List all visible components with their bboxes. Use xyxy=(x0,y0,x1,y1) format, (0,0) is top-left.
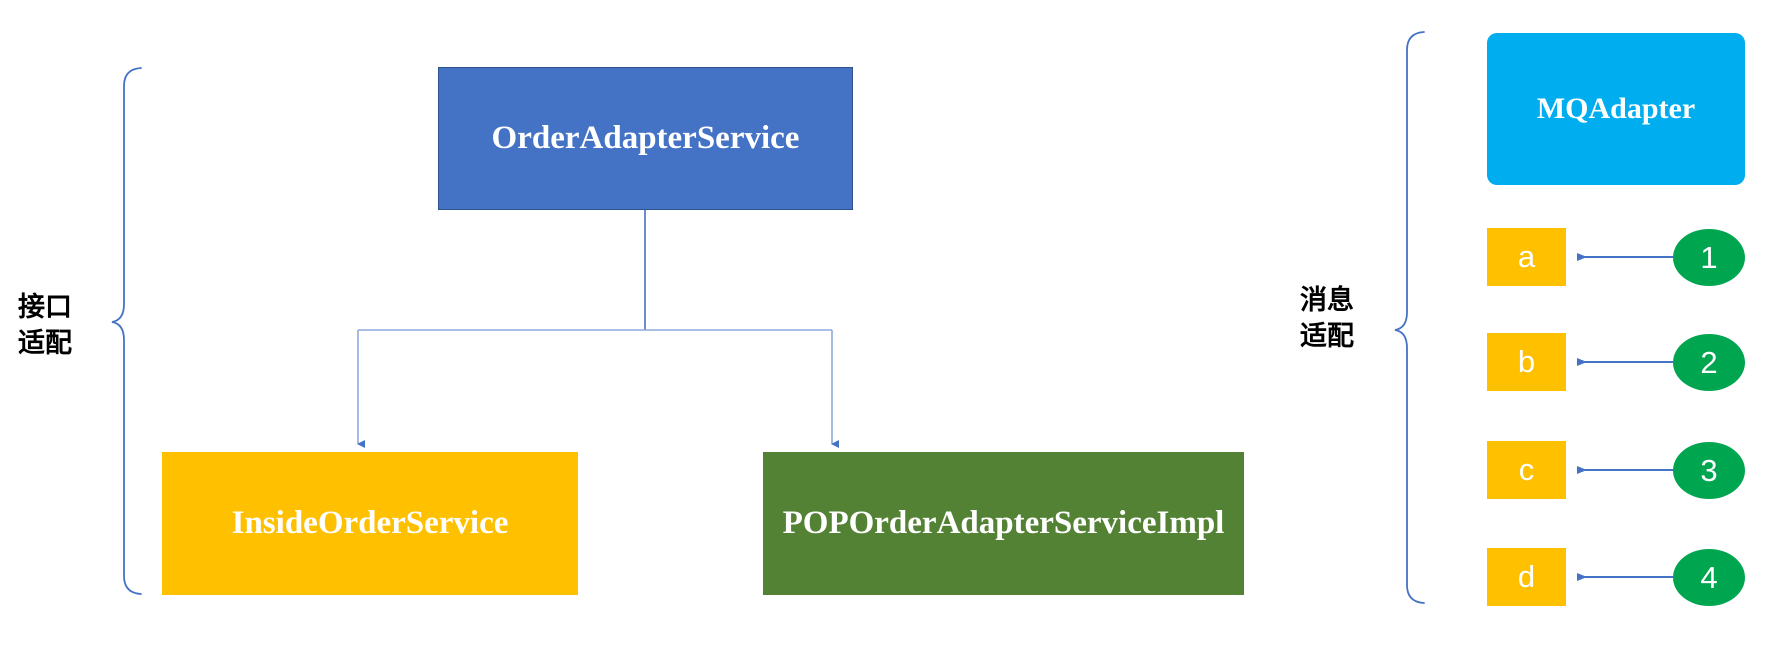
connector-tree-order-adapter xyxy=(357,210,839,448)
bubble-4[interactable]: 4 xyxy=(1673,549,1745,606)
connector-message-arrows xyxy=(1577,253,1673,581)
bracket-interface-adaptation xyxy=(111,67,142,595)
group-caption-message-adaptation: 消息 适配 xyxy=(1300,285,1354,353)
bubble-2[interactable]: 2 xyxy=(1673,334,1745,391)
bubble-1[interactable]: 1 xyxy=(1673,229,1745,286)
node-inside-order-service[interactable]: InsideOrderService xyxy=(162,452,578,595)
node-mq-adapter[interactable]: MQAdapter xyxy=(1487,33,1745,185)
chip-b[interactable]: b xyxy=(1487,333,1566,391)
node-pop-order-adapter-service-impl[interactable]: POPOrderAdapterServiceImpl xyxy=(763,452,1244,595)
chip-d[interactable]: d xyxy=(1487,548,1566,606)
group-caption-interface-adaptation: 接口 适配 xyxy=(18,292,72,360)
bubble-3[interactable]: 3 xyxy=(1673,442,1745,499)
node-order-adapter-service[interactable]: OrderAdapterService xyxy=(438,67,853,210)
chip-c[interactable]: c xyxy=(1487,441,1566,499)
chip-a[interactable]: a xyxy=(1487,228,1566,286)
